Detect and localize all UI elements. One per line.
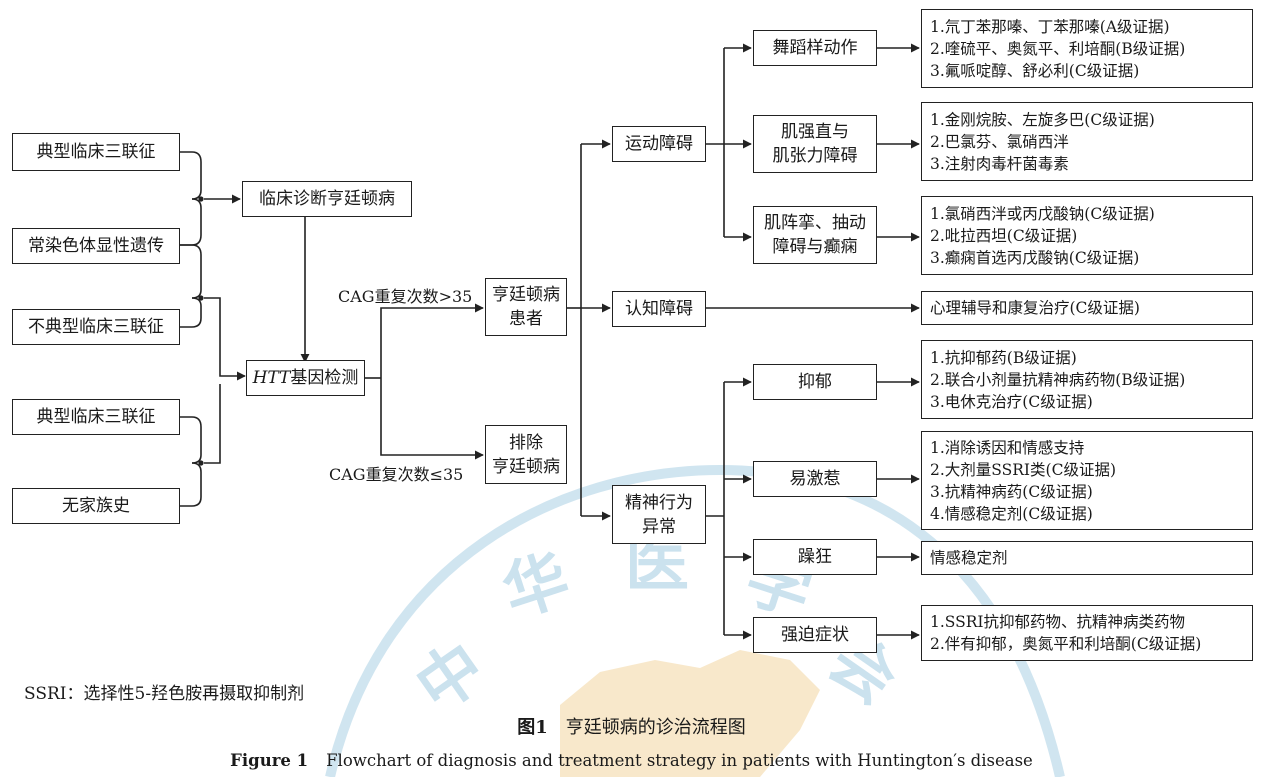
tx-myoclonus-line-3: 3.癫痫首选丙戊酸钠(C级证据) [930, 248, 1140, 267]
htt-test-label: 基因检测 [290, 368, 359, 388]
abbreviation-footnote: SSRI：选择性5-羟色胺再摄取抑制剂 [24, 684, 305, 704]
figure-number-cn: 图1 [517, 717, 548, 738]
connector-dominant-merge-2 [180, 244, 202, 299]
symptom-irritability: 易激惹 [753, 461, 877, 497]
htt-gene-test: HTT基因检测 [246, 360, 365, 396]
cognitive-disorder: 认知障碍 [612, 291, 706, 327]
tx-rigidity-line-1: 1.金刚烷胺、左旋多巴(C级证据) [930, 110, 1155, 129]
tx-rigidity: 1.金刚烷胺、左旋多巴(C级证据) 2.巴氯芬、氯硝西泮 3.注射肉毒杆菌毒素 [921, 102, 1253, 181]
figure-number-en: Figure 1 [230, 751, 309, 770]
tx-irritability-line-4: 4.情感稳定剂(C级证据) [930, 504, 1093, 523]
symptom-myoclonus: 肌阵挛、抽动 障碍与癫痫 [753, 206, 877, 264]
tx-ocd-line-1: 1.SSRI抗抑郁药物、抗精神病类药物 [930, 613, 1186, 631]
tx-depression-line-3: 3.电休克治疗(C级证据) [930, 392, 1093, 411]
arrow-to-exclude [380, 378, 484, 460]
figure-title-cn: 亨廷顿病的诊治流程图 [565, 717, 746, 738]
tx-chorea-line-2: 2.喹硫平、奥氮平、利培酮(B级证据) [930, 39, 1186, 58]
merge-dot-2 [198, 295, 204, 301]
cag-high-label: CAG重复次数>35 [338, 287, 473, 306]
psych-behavior: 精神行为 异常 [612, 485, 706, 544]
tx-cognitive: 心理辅导和康复治疗(C级证据) [921, 291, 1253, 325]
figure-caption-cn: 图1 亨廷顿病的诊治流程图 [0, 713, 1263, 739]
tx-myoclonus-line-1: 1.氯硝西泮或丙戊酸钠(C级证据) [930, 204, 1155, 223]
tx-chorea-line-1: 1.氘丁苯那嗪、丁苯那嗪(A级证据) [930, 17, 1170, 36]
tx-irritability-line-2: 2.大剂量SSRI类(C级证据) [930, 460, 1117, 479]
input-atypical-triad: 不典型临床三联征 [12, 309, 180, 345]
figure-title-en: Flowchart of diagnosis and treatment str… [326, 751, 1033, 770]
tx-chorea-line-3: 3.氟哌啶醇、舒必利(C级证据) [930, 61, 1140, 80]
connector-dominant-merge [180, 198, 202, 246]
tx-depression: 1.抗抑郁药(B级证据) 2.联合小剂量抗精神病药物(B级证据) 3.电休克治疗… [921, 340, 1253, 419]
tx-irritability-line-3: 3.抗精神病药(C级证据) [930, 482, 1093, 501]
symptom-rigidity: 肌强直与 肌张力障碍 [753, 115, 877, 173]
tx-rigidity-line-2: 2.巴氯芬、氯硝西泮 [930, 132, 1069, 151]
connector-triad1-merge [180, 151, 202, 200]
watermark-map-shape [560, 650, 820, 777]
connector-atypical-merge [180, 297, 202, 328]
merge-dot-3 [198, 460, 204, 466]
cag-low-label: CAG重复次数≤35 [329, 465, 464, 484]
input-no-family-history: 无家族史 [12, 488, 180, 524]
tx-depression-line-1: 1.抗抑郁药(B级证据) [930, 348, 1077, 367]
tx-rigidity-line-3: 3.注射肉毒杆菌毒素 [930, 154, 1069, 173]
symptom-chorea: 舞蹈样动作 [753, 30, 877, 66]
connector-triad2-merge [180, 416, 202, 464]
figure-caption-en: Figure 1 Flowchart of diagnosis and treat… [0, 751, 1263, 770]
tx-irritability-line-1: 1.消除诱因和情感支持 [930, 438, 1085, 457]
tx-myoclonus: 1.氯硝西泮或丙戊酸钠(C级证据) 2.吡拉西坦(C级证据) 3.癫痫首选丙戊酸… [921, 196, 1253, 275]
merge-dot-1 [198, 196, 204, 202]
htt-gene-symbol: HTT [252, 368, 291, 388]
tx-myoclonus-line-2: 2.吡拉西坦(C级证据) [930, 226, 1078, 245]
input-typical-triad-1: 典型临床三联征 [12, 133, 180, 171]
tx-ocd: 1.SSRI抗抑郁药物、抗精神病类药物 2.伴有抑郁，奥氮平和利培酮(C级证据) [921, 605, 1253, 661]
tx-mania: 情感稳定剂 [921, 541, 1253, 575]
motor-disorder: 运动障碍 [612, 126, 706, 162]
symptom-ocd: 强迫症状 [753, 617, 877, 653]
watermark-arc [325, 464, 1065, 777]
clinical-diagnosis: 临床诊断亨廷顿病 [242, 181, 412, 217]
tx-depression-line-2: 2.联合小剂量抗精神病药物(B级证据) [930, 370, 1186, 389]
connector-merge2-htt [204, 297, 246, 381]
connector-merge3-htt [204, 384, 221, 464]
hd-patient: 亨廷顿病 患者 [485, 278, 567, 336]
input-autosomal-dominant: 常染色体显性遗传 [12, 228, 180, 264]
tx-ocd-line-2: 2.伴有抑郁，奥氮平和利培酮(C级证据) [930, 635, 1202, 653]
tx-mania-line-1: 情感稳定剂 [930, 549, 1008, 567]
exclude-hd: 排除 亨廷顿病 [485, 425, 567, 484]
tx-cognitive-line-1: 心理辅导和康复治疗(C级证据) [930, 299, 1140, 317]
symptom-mania: 躁狂 [753, 539, 877, 575]
symptom-depression: 抑郁 [753, 364, 877, 400]
input-typical-triad-2: 典型临床三联征 [12, 399, 180, 435]
connector-nofamily-merge [180, 462, 202, 507]
arrow-to-hd-patient [380, 303, 484, 378]
tx-chorea: 1.氘丁苯那嗪、丁苯那嗪(A级证据) 2.喹硫平、奥氮平、利培酮(B级证据) 3… [921, 9, 1253, 88]
tx-irritability: 1.消除诱因和情感支持 2.大剂量SSRI类(C级证据) 3.抗精神病药(C级证… [921, 431, 1253, 530]
